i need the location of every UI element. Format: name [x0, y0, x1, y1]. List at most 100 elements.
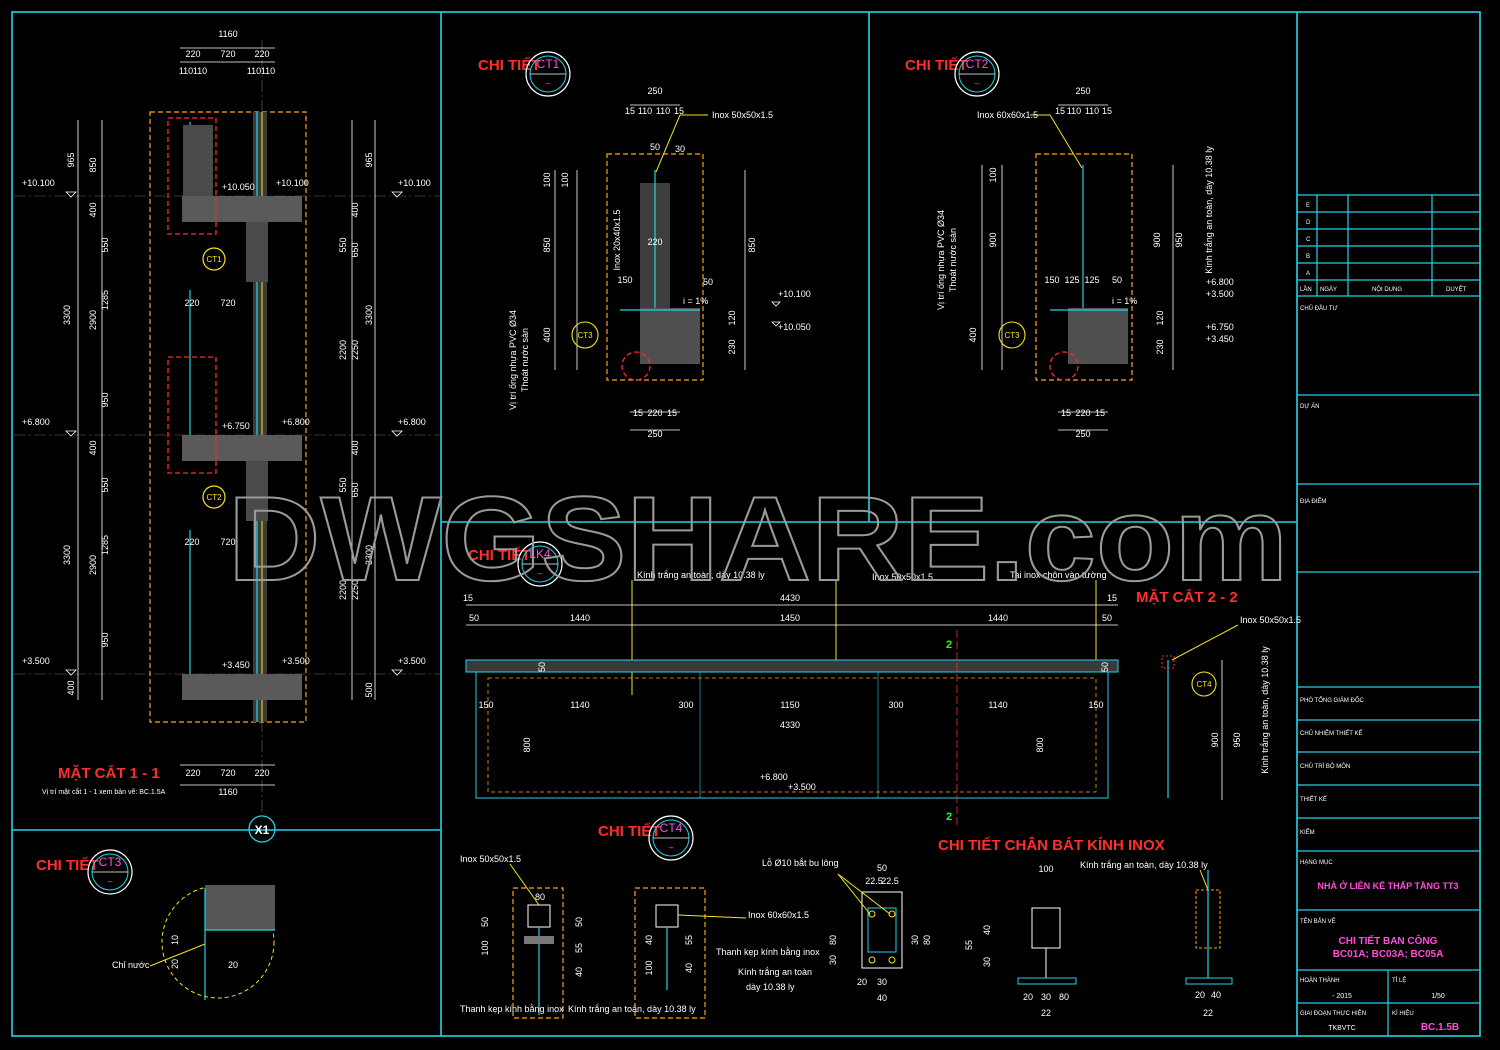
svg-text:800: 800	[522, 737, 532, 752]
svg-text:40: 40	[644, 935, 654, 945]
axis-x1-circle	[248, 815, 276, 843]
svg-text:20: 20	[170, 959, 180, 969]
left-dimensions: 965 850 400 550 3300 2900 1285 950 400 5…	[62, 152, 110, 695]
svg-text:40: 40	[877, 993, 887, 1003]
svg-text:550: 550	[100, 237, 110, 252]
svg-text:2: 2	[946, 639, 952, 651]
svg-text:+10.100: +10.100	[778, 289, 811, 299]
svg-text:KIỂM: KIỂM	[1300, 829, 1315, 836]
svg-text:250: 250	[647, 86, 662, 96]
svg-text:965: 965	[66, 152, 76, 167]
svg-text:110: 110	[1085, 106, 1099, 116]
svg-text:TÊN BẢN VẼ: TÊN BẢN VẼ	[1300, 917, 1336, 925]
svg-text:2250: 2250	[350, 340, 360, 360]
svg-text:1440: 1440	[988, 613, 1008, 623]
bottom-dim: 220	[254, 768, 269, 778]
ct1-tag: CT1	[537, 57, 560, 71]
svg-text:2200: 2200	[338, 340, 348, 360]
svg-text:110: 110	[656, 106, 670, 116]
svg-text:CT3: CT3	[1004, 331, 1020, 340]
ct4-detail: CHI TIẾT CT4 – Inox 50x50x1.5 80 50 100 …	[460, 815, 839, 1019]
tb-ki-hieu: BC.1.5B	[1421, 1022, 1459, 1033]
right-dimensions: 965 400 550 650 2200 3300 2250 400 550 6…	[338, 152, 374, 697]
ct4-label: CHI TIẾT	[598, 823, 661, 840]
svg-text:2: 2	[946, 811, 952, 823]
svg-text:Kính trắng an toàn, dày 10.38: Kính trắng an toàn, dày 10.38 ly	[1260, 646, 1270, 774]
svg-text:1450: 1450	[780, 613, 800, 623]
svg-text:550: 550	[100, 477, 110, 492]
svg-text:4430: 4430	[780, 593, 800, 603]
svg-text:–: –	[668, 842, 673, 852]
svg-text:550: 550	[338, 477, 348, 492]
svg-text:110: 110	[638, 106, 652, 116]
section-1-1-note: Vị trí mặt cắt 1 - 1 xem bản vẽ: BC.1.5A	[42, 787, 166, 796]
svg-text:3300: 3300	[62, 305, 72, 325]
svg-text:110: 110	[1067, 106, 1081, 116]
tb-ten-ban-ve-1: CHI TIẾT BAN CÔNG	[1339, 934, 1438, 947]
axis-x1-label: X1	[255, 823, 270, 837]
svg-text:3300: 3300	[364, 305, 374, 325]
svg-text:150: 150	[1088, 700, 1103, 710]
tb-chu-dau-tu: CHỦ ĐẦU TƯ	[1300, 305, 1338, 312]
svg-text:22: 22	[1203, 1008, 1213, 1018]
svg-text:400: 400	[542, 327, 552, 342]
top-small-dim: 110	[247, 66, 261, 76]
lk4-label: CHI TIẾT	[468, 547, 531, 564]
level-inner-slab: +3.450	[222, 660, 250, 670]
svg-text:DUYỆT: DUYỆT	[1446, 285, 1467, 293]
chan-bat-kinh-detail: CHI TIẾT CHÂN BÁT KÍNH INOX 50 22.5 22.5…	[828, 836, 1233, 1018]
svg-text:1150: 1150	[780, 700, 799, 710]
top-small-dim: 110	[261, 66, 275, 76]
svg-text:125: 125	[1084, 275, 1099, 285]
svg-text:+3.500: +3.500	[1206, 289, 1234, 299]
svg-text:–: –	[974, 78, 979, 88]
mid-dim: 720	[220, 298, 235, 308]
svg-text:Vị trí ống nhựa PVC Ø34: Vị trí ống nhựa PVC Ø34	[508, 310, 518, 410]
svg-text:15: 15	[463, 593, 473, 603]
svg-text:150: 150	[617, 275, 632, 285]
top-dim: 220	[254, 49, 269, 59]
svg-text:50: 50	[480, 917, 490, 927]
svg-text:300: 300	[678, 700, 693, 710]
svg-text:30: 30	[877, 977, 887, 987]
svg-text:15: 15	[1061, 408, 1071, 418]
svg-text:22: 22	[1041, 1008, 1051, 1018]
mid-dim: 220	[184, 298, 199, 308]
level-inner-slab: +6.750	[222, 421, 250, 431]
section-2-2: MẶT CẮT 2 - 2 Inox 50x50x1.5 Kính trắng …	[1136, 588, 1301, 800]
svg-text:15: 15	[633, 408, 643, 418]
svg-text:Thoát nước sàn: Thoát nước sàn	[520, 328, 530, 392]
svg-text:230: 230	[1155, 339, 1165, 354]
svg-text:400: 400	[350, 440, 360, 455]
svg-text:100: 100	[988, 167, 998, 182]
svg-text:Chỉ nước: Chỉ nước	[112, 960, 150, 970]
ct2-label: CHI TIẾT	[905, 57, 968, 74]
svg-text:B: B	[1306, 254, 1310, 260]
tb-ti-le: 1/50	[1431, 993, 1445, 1000]
svg-text:Kính trắng an toàn, dày 10.38: Kính trắng an toàn, dày 10.38 ly	[1080, 860, 1208, 870]
svg-text:120: 120	[727, 310, 737, 325]
tb-dia-diem: ĐỊA ĐIỂM	[1300, 498, 1326, 505]
svg-text:50: 50	[1102, 613, 1112, 623]
watermark: DWGSHARE.com	[228, 472, 1288, 606]
svg-text:40: 40	[684, 963, 694, 973]
svg-text:125: 125	[1064, 275, 1079, 285]
ct2-tag: CT2	[966, 57, 989, 71]
svg-text:22.5: 22.5	[865, 876, 883, 886]
tb-du-an: DỰ ÁN	[1300, 403, 1319, 410]
svg-text:950: 950	[100, 632, 110, 647]
svg-text:220: 220	[1075, 408, 1090, 418]
svg-text:950: 950	[100, 392, 110, 407]
svg-text:+6.800: +6.800	[1206, 277, 1234, 287]
svg-text:230: 230	[727, 339, 737, 354]
svg-text:20: 20	[857, 977, 867, 987]
svg-text:40: 40	[1211, 990, 1221, 1000]
svg-text:15: 15	[1107, 593, 1117, 603]
svg-text:30: 30	[910, 935, 920, 945]
svg-text:650: 650	[350, 482, 360, 497]
svg-text:CT4: CT4	[1196, 680, 1212, 689]
ct2-detail: CHI TIẾT CT2 – 250 15 110 110 15 Inox 60…	[905, 51, 1234, 439]
svg-text:150: 150	[478, 700, 493, 710]
svg-text:100: 100	[480, 940, 490, 955]
top-total-dim: 1160	[218, 29, 237, 39]
